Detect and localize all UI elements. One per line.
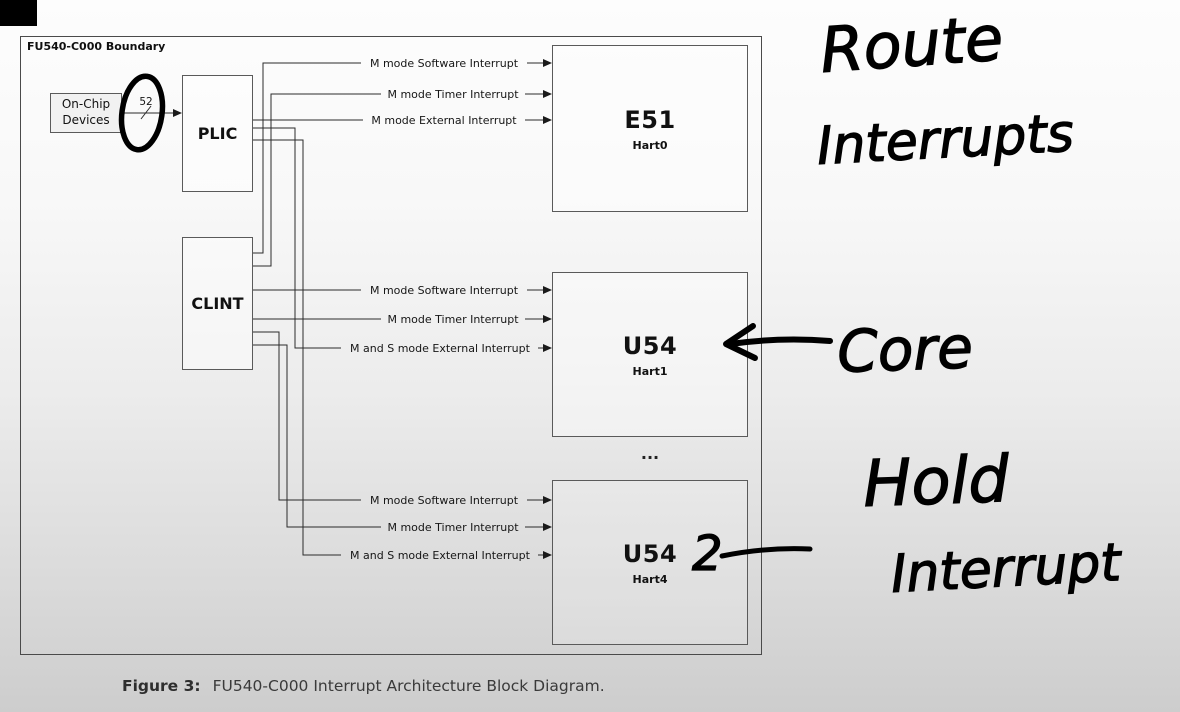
handwritten-interrupts: Interrupts: [816, 104, 1076, 177]
hart-name-u54-hart4: U54: [622, 539, 678, 568]
hart-box-u54-hart1: U54 Hart1: [552, 272, 748, 437]
handwritten-core: Core: [836, 313, 974, 386]
figure-caption: Figure 3: FU540-C000 Interrupt Architectu…: [122, 677, 605, 695]
corner-artifact: [0, 0, 37, 26]
on-chip-devices-label-line2: Devices: [62, 113, 110, 127]
on-chip-devices-box: On-Chip Devices: [50, 93, 122, 133]
plic-box: PLIC: [182, 75, 253, 192]
handwritten-route: Route: [818, 1, 1005, 87]
hart-box-u54-hart4: U54 Hart4: [552, 480, 748, 645]
harts-ellipsis: ...: [640, 444, 660, 463]
hart-name-e51: E51: [624, 105, 676, 134]
plic-label: PLIC: [197, 124, 238, 143]
handwritten-interrupt: Interrupt: [890, 533, 1124, 605]
clint-box: CLINT: [182, 237, 253, 370]
hart-sub-hart4: Hart4: [632, 572, 668, 586]
on-chip-devices-label-line1: On-Chip: [61, 97, 111, 112]
hart-box-e51: E51 Hart0: [552, 45, 748, 212]
figure-caption-prefix: Figure 3:: [122, 677, 201, 695]
hart-name-u54-hart1: U54: [622, 331, 678, 360]
hart-sub-hart0: Hart0: [632, 138, 668, 152]
boundary-label: FU540-C000 Boundary: [27, 40, 166, 53]
clint-label: CLINT: [191, 294, 244, 313]
hart-sub-hart1: Hart1: [632, 364, 668, 378]
figure-caption-text: FU540-C000 Interrupt Architecture Block …: [212, 677, 605, 695]
handwritten-hold: Hold: [862, 443, 1011, 522]
